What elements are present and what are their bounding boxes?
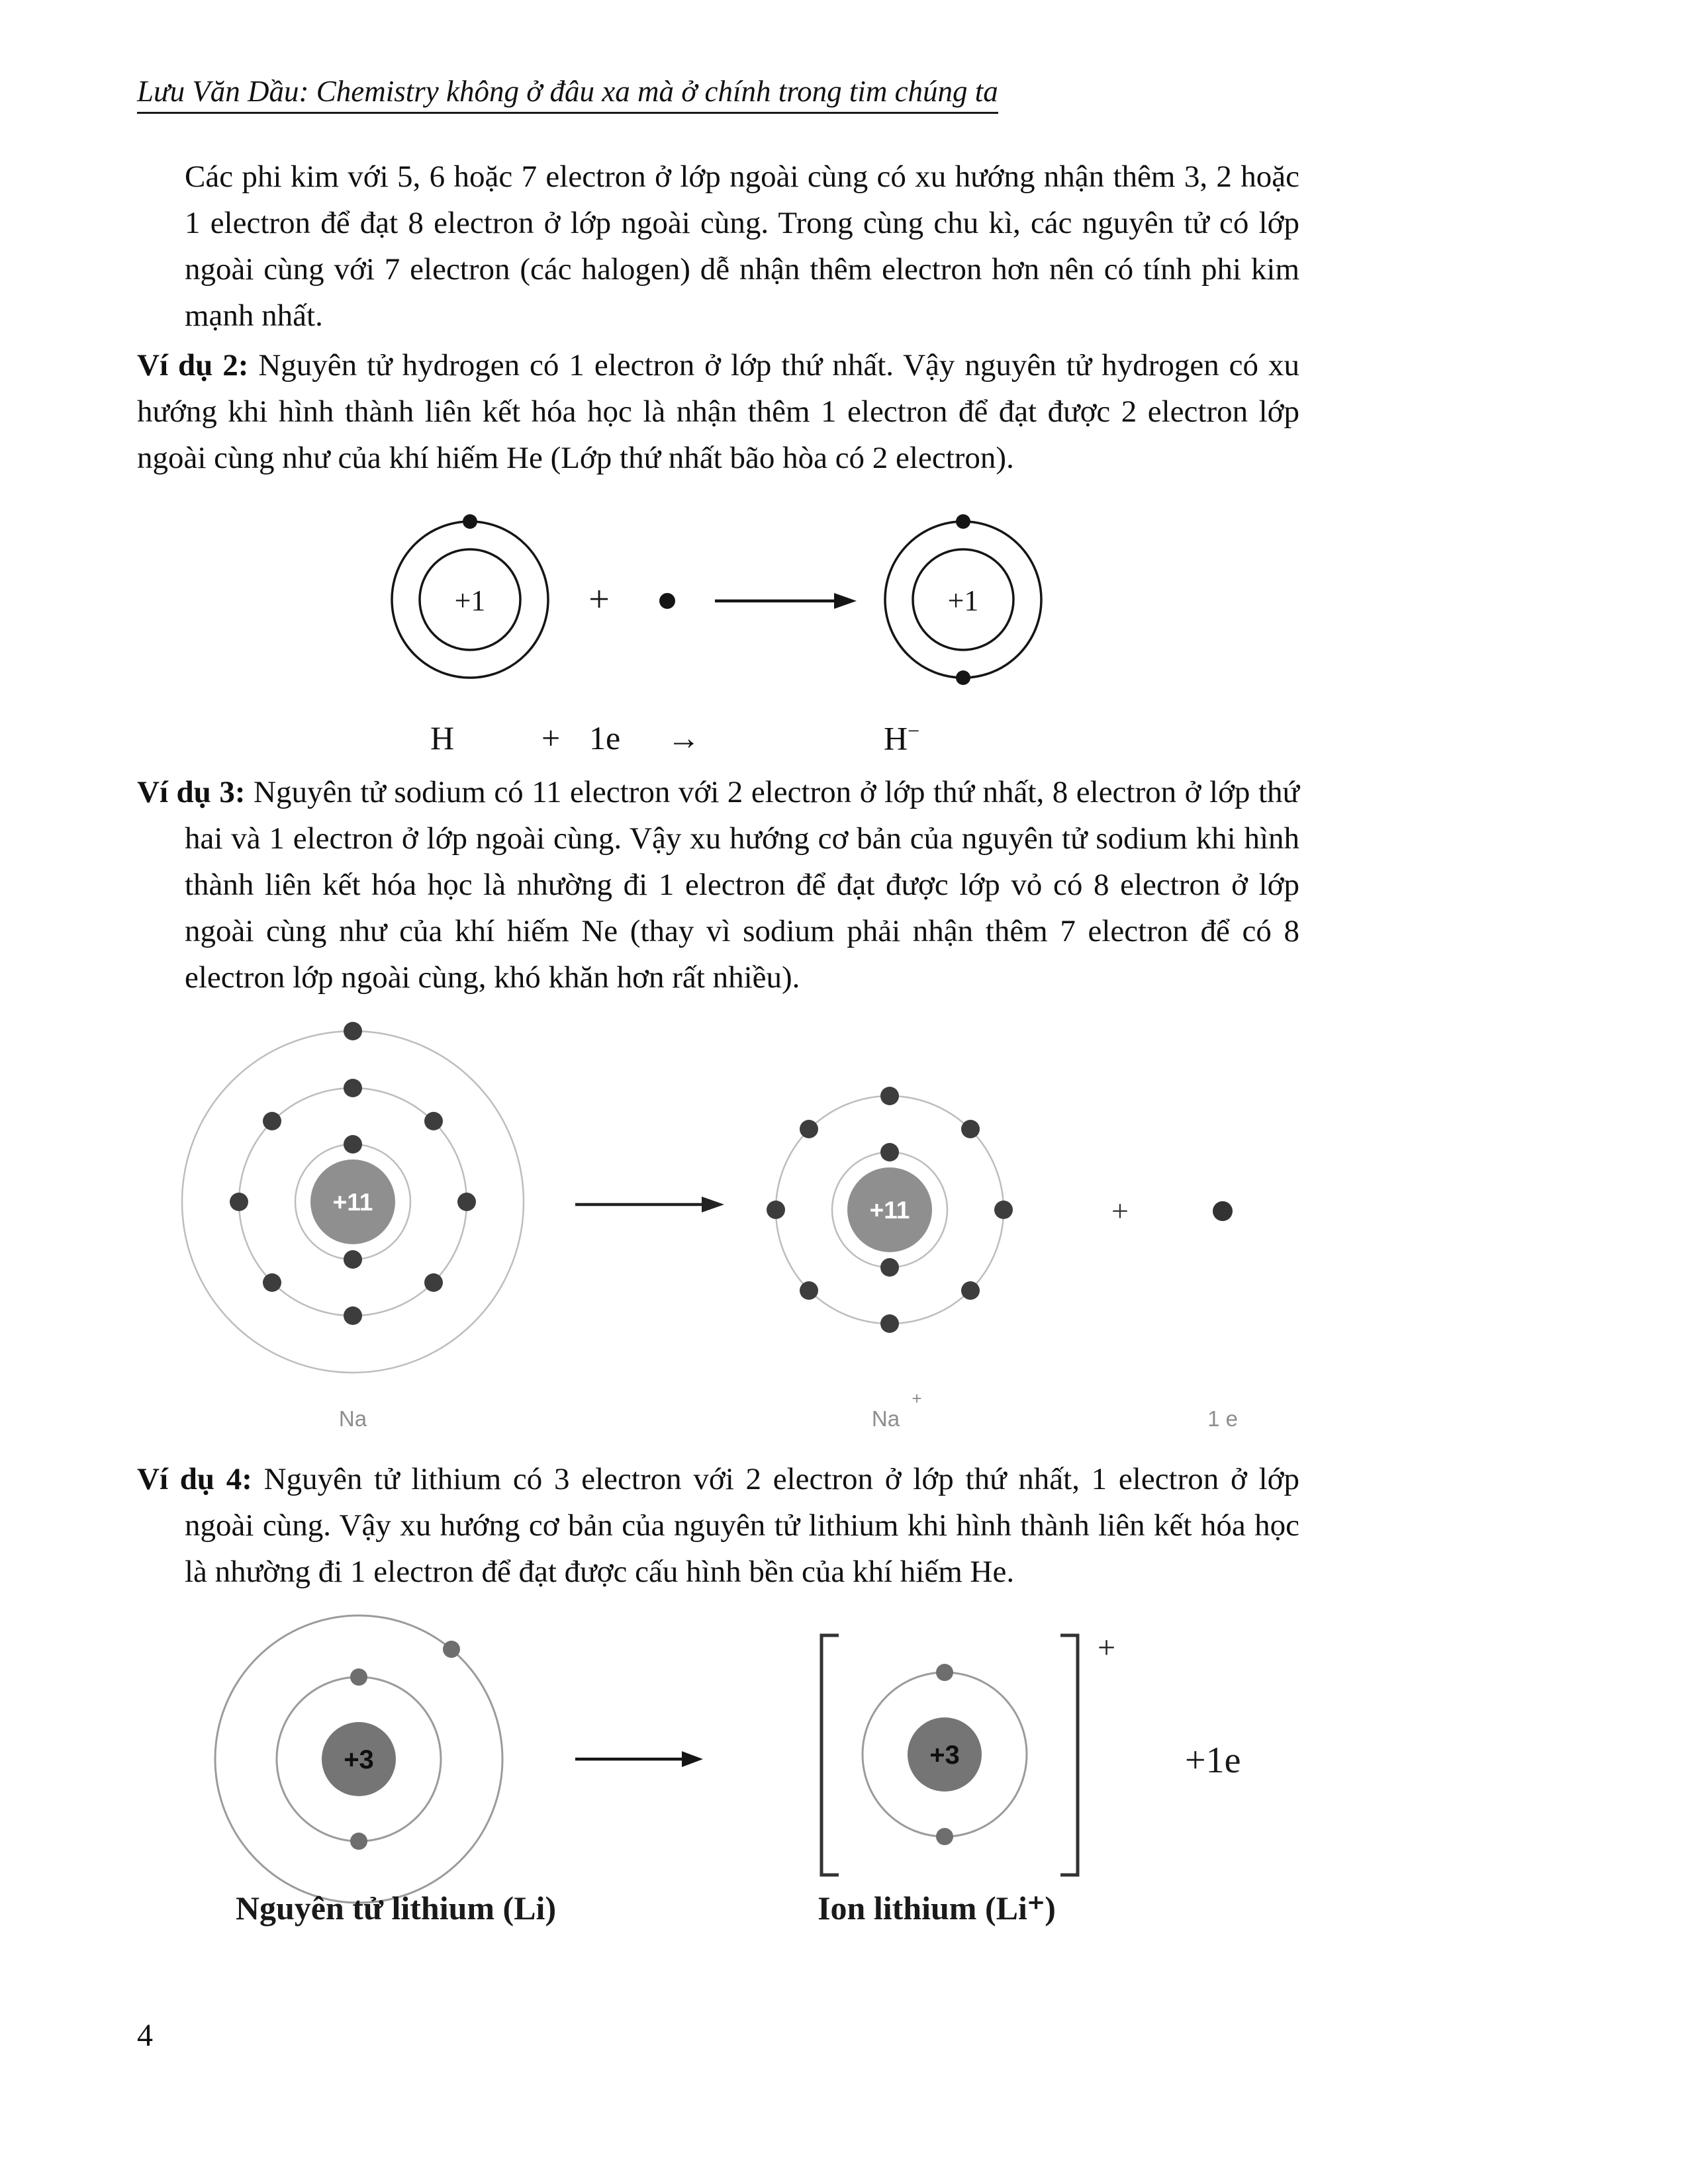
lithium-ion-caption: Ion lithium (Li⁺) (818, 1889, 1056, 1927)
equation-product-charge: − (908, 719, 920, 743)
intro-paragraph: Các phi kim với 5, 6 hoặc 7 electron ở l… (185, 159, 1299, 333)
sodium-electrons (230, 1022, 476, 1325)
ion-charge-sign: + (1098, 1630, 1115, 1665)
lithium-nucleus (322, 1722, 396, 1796)
lithium-electrons (350, 1641, 460, 1850)
example2-paragraph: Ví dụ 2: Nguyên tử hydrogen có 1 electro… (137, 342, 1299, 481)
sodium-atom: +11 (181, 1022, 525, 1374)
inner-shell (912, 548, 1015, 651)
header-title: Lưu Văn Dầu: Chemistry không ở đâu xa mà… (137, 75, 998, 108)
electron-dot (956, 670, 970, 685)
free-electron-dot (659, 593, 675, 609)
page-header: Lưu Văn Dầu: Chemistry không ở đâu xa mà… (137, 74, 998, 114)
lithium-nucleus-label: +3 (344, 1745, 374, 1774)
reaction-arrow (575, 1751, 703, 1767)
plus-sign: + (588, 579, 610, 620)
sodium-ion-nucleus (847, 1167, 932, 1252)
electron-dot (463, 514, 477, 529)
example4-paragraph: Ví dụ 4: Nguyên tử lithium có 3 electron… (137, 1456, 1299, 1595)
hydride-nucleus-label: +1 (948, 584, 979, 617)
example3-paragraph: Ví dụ 3: Nguyên tử sodium có 11 electron… (137, 769, 1299, 1001)
equation-electron: 1e (589, 719, 621, 756)
hydrogen-atom: +1 (391, 514, 549, 679)
example2-text: Nguyên tử hydrogen có 1 electron ở lớp t… (137, 348, 1299, 475)
hydride-ion: +1 (884, 514, 1043, 685)
lithium-atom-caption: Nguyên tử lithium (Li) (236, 1889, 556, 1927)
example4-text: Nguyên tử lithium có 3 electron với 2 el… (185, 1462, 1299, 1589)
lithium-ion: +3 + (820, 1630, 1115, 1877)
lithium-ion-electrons (936, 1664, 953, 1845)
lithium-atom: +3 (214, 1614, 504, 1904)
sodium-ion: +11 (767, 1087, 1013, 1333)
lithium-ion-nucleus-label: +3 (929, 1741, 960, 1770)
arrow-head (834, 593, 857, 609)
lithium-diagram: +3 +3 + +1e Nguyên tử lithium (Li) I (214, 1614, 1241, 1927)
example3-label: Ví dụ 3: (137, 775, 246, 809)
left-bracket (820, 1633, 839, 1877)
equation-plus: + (541, 719, 561, 756)
equation-reactant: H (430, 719, 455, 756)
example2-label: Ví dụ 2: (137, 348, 249, 383)
outer-shell (214, 1614, 504, 1904)
sodium-ion-nucleus-label: +11 (870, 1197, 910, 1224)
sodium-diagram: +11 +11 (181, 1022, 1238, 1431)
equation-product-symbol: H (884, 719, 908, 757)
arrow-head (702, 1197, 724, 1212)
lithium-ion-nucleus (908, 1717, 982, 1792)
example3-text: Nguyên tử sodium có 11 electron với 2 el… (185, 775, 1299, 995)
reaction-arrow (575, 1197, 724, 1212)
sodium-nucleus (310, 1160, 395, 1244)
sodium-ion-electrons (767, 1087, 1013, 1333)
arrow-head (682, 1751, 703, 1767)
electron-label: +1e (1185, 1740, 1241, 1781)
reaction-arrow (715, 593, 857, 609)
hydrogen-nucleus-label: +1 (455, 584, 486, 617)
plus-sign: + (1111, 1194, 1129, 1228)
sodium-ion-label: Na (872, 1406, 900, 1431)
hydrogen-equation: H + 1e → H− (371, 719, 1231, 768)
sodium-ion-charge: + (912, 1388, 921, 1408)
example4-label: Ví dụ 4: (137, 1462, 252, 1496)
sodium-atom-label: Na (339, 1406, 367, 1431)
hydrogen-diagram: +1 + +1 (391, 514, 1043, 685)
free-electron-dot (1213, 1201, 1233, 1221)
inner-shell (418, 548, 522, 651)
equation-arrow: → (667, 719, 700, 756)
electron-label: 1 e (1207, 1406, 1238, 1431)
sodium-nucleus-label: +11 (333, 1189, 373, 1216)
electron-dot (956, 514, 970, 529)
page-number: 4 (137, 2018, 153, 2053)
right-bracket (1060, 1633, 1080, 1877)
equation-product: H− (884, 719, 919, 758)
